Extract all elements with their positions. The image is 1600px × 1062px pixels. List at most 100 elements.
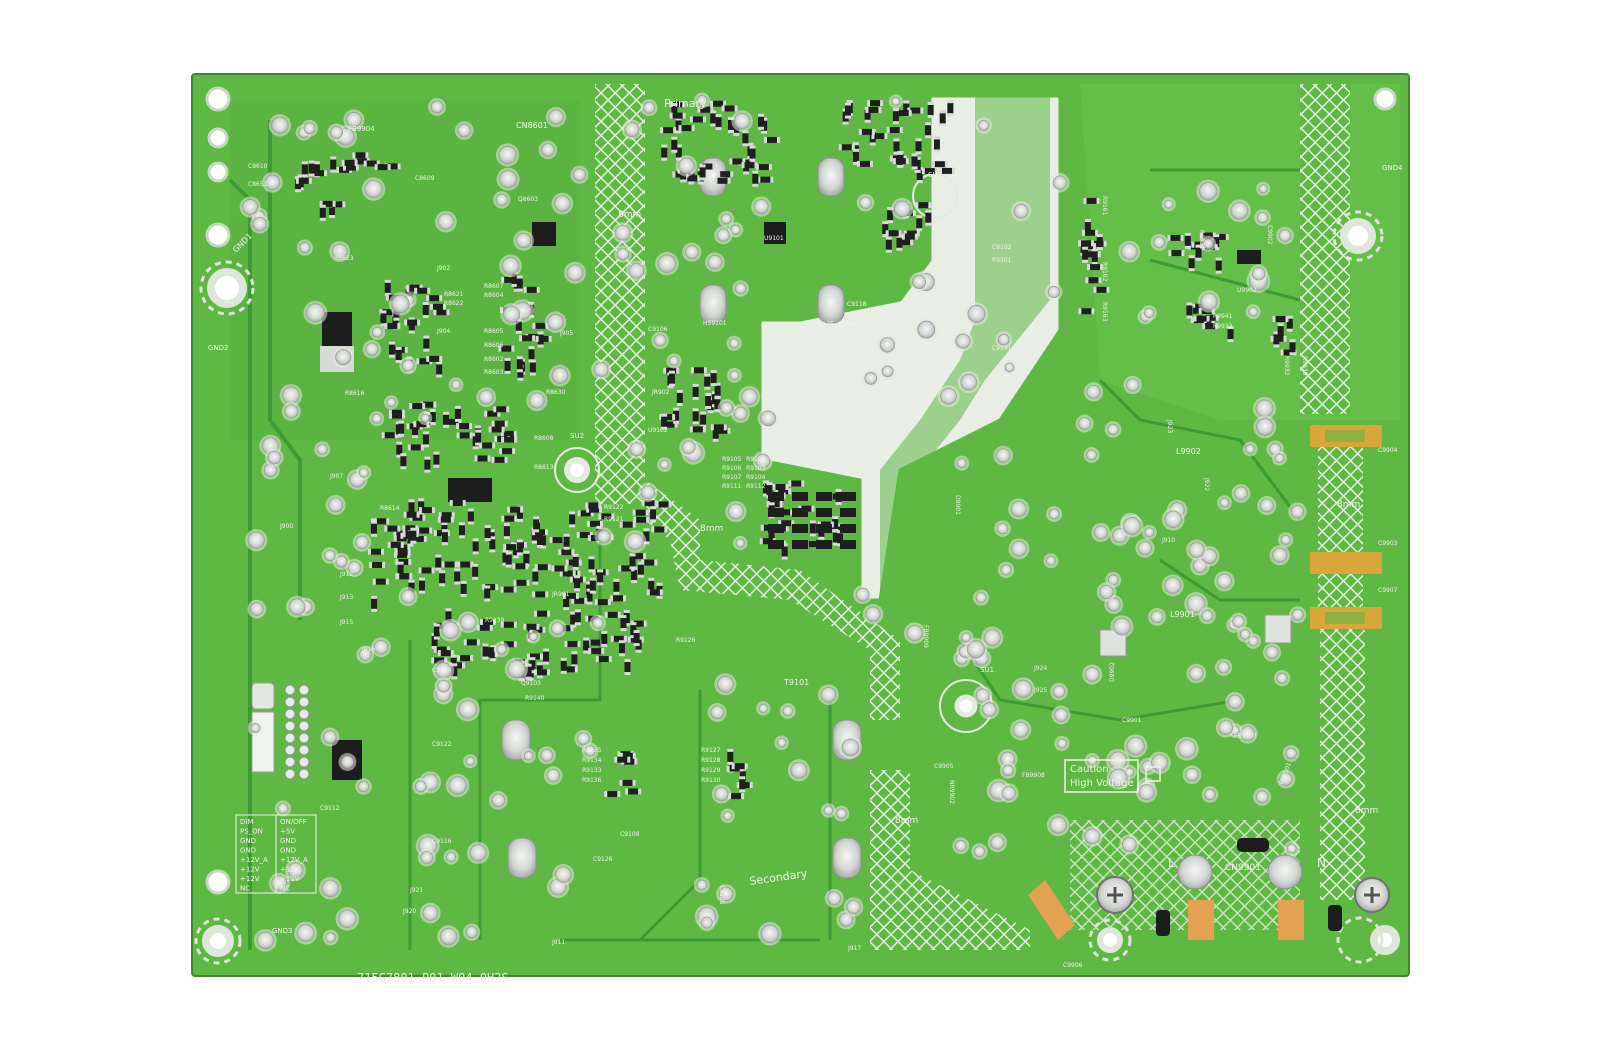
clearance-label-2: 8mm bbox=[700, 524, 723, 534]
solder-joint bbox=[956, 458, 967, 469]
smd-part bbox=[396, 441, 403, 458]
smd-resistor bbox=[768, 492, 784, 501]
smd-part bbox=[646, 589, 663, 596]
smd-part bbox=[513, 542, 520, 559]
solder-joint bbox=[264, 174, 281, 191]
label-c9907: C9907 bbox=[1378, 587, 1398, 594]
smd-part bbox=[449, 500, 466, 507]
solder-joint bbox=[996, 522, 1009, 535]
smd-part bbox=[526, 653, 543, 660]
solder-joint bbox=[1255, 399, 1274, 418]
solder-joint bbox=[437, 213, 455, 230]
smd-part bbox=[938, 167, 955, 174]
smd-part bbox=[1289, 339, 1296, 356]
connector-pin bbox=[284, 756, 296, 768]
connector-pin bbox=[298, 708, 310, 720]
solder-joint bbox=[716, 228, 730, 242]
solder-joint bbox=[1218, 720, 1234, 735]
caution-box bbox=[1064, 759, 1139, 793]
label-r9162: R9162 bbox=[1101, 262, 1108, 282]
smd-part bbox=[585, 502, 602, 509]
smd-part bbox=[533, 516, 540, 533]
smd-part bbox=[501, 436, 518, 443]
smd-part bbox=[915, 202, 932, 209]
smd-part bbox=[502, 549, 509, 566]
solder-joint bbox=[267, 450, 282, 465]
label-j904: J904 bbox=[436, 328, 450, 335]
label-r8608: R8608 bbox=[534, 435, 554, 442]
smd-part bbox=[534, 564, 551, 571]
solder-joint bbox=[1164, 577, 1182, 594]
smd-part bbox=[1227, 326, 1234, 343]
smd-part bbox=[396, 573, 413, 580]
smd-part bbox=[705, 392, 712, 409]
smd-part bbox=[675, 117, 682, 134]
solder-joint bbox=[859, 196, 872, 209]
solder-joint bbox=[1049, 816, 1067, 834]
label-j907: J907 bbox=[329, 473, 343, 480]
solder-joint bbox=[465, 756, 475, 766]
smd-part bbox=[384, 323, 401, 330]
label-nr9902: NR9902 bbox=[948, 780, 955, 804]
label-r9932: R9932 bbox=[1283, 356, 1290, 376]
smd-part bbox=[704, 373, 711, 390]
smd-part bbox=[460, 580, 467, 597]
solder-joint bbox=[1144, 527, 1155, 538]
pinout-right-entry: GND bbox=[280, 837, 296, 845]
label-fb9907: FB9907 bbox=[1234, 733, 1257, 740]
solder-joint bbox=[503, 305, 521, 323]
smd-part bbox=[844, 102, 851, 119]
smd-part bbox=[571, 597, 588, 604]
label-j902: J902 bbox=[436, 265, 450, 272]
smd-part bbox=[867, 100, 884, 107]
label-j913: J913 bbox=[339, 594, 353, 601]
smd-part bbox=[772, 484, 789, 491]
smd-part bbox=[887, 207, 894, 224]
solder-joint bbox=[277, 802, 289, 814]
solder-joint bbox=[1255, 790, 1269, 804]
solder-joint bbox=[386, 397, 396, 407]
solder-joint bbox=[700, 916, 713, 929]
solder-joint bbox=[820, 686, 837, 703]
solder-joint bbox=[1001, 786, 1016, 801]
smd-part bbox=[710, 424, 727, 431]
connector-pin bbox=[284, 684, 296, 696]
solder-joint bbox=[324, 549, 336, 562]
smd-part bbox=[618, 640, 625, 657]
label-c9901: C9901 bbox=[1122, 717, 1142, 724]
solder-joint bbox=[1014, 679, 1033, 698]
smd-part bbox=[532, 568, 539, 585]
smd-part bbox=[416, 527, 433, 534]
smd-part bbox=[516, 539, 523, 556]
label-q8603: Q8603 bbox=[518, 196, 538, 203]
solder-joint bbox=[823, 805, 834, 816]
solder-joint bbox=[1078, 417, 1091, 430]
smd-resistor bbox=[792, 540, 808, 549]
solder-joint bbox=[358, 648, 372, 661]
smd-part bbox=[835, 488, 842, 505]
smd-part bbox=[601, 630, 608, 647]
label-r9127: R9127 bbox=[701, 747, 721, 754]
solder-joint bbox=[1000, 564, 1012, 576]
smd-part bbox=[604, 791, 621, 798]
smd-part bbox=[295, 177, 312, 184]
smd-part bbox=[761, 117, 768, 134]
solder-joint bbox=[1216, 573, 1233, 589]
pinout-left-entry: +12V bbox=[240, 866, 260, 874]
label-c9108: C9108 bbox=[620, 831, 640, 838]
label-r8613: R8613 bbox=[534, 464, 554, 471]
high-voltage-text: High Voltage bbox=[1070, 778, 1134, 789]
label-d9901: D9901 bbox=[954, 495, 961, 515]
solder-joint bbox=[1012, 721, 1029, 738]
smd-part bbox=[523, 623, 540, 630]
solder-joint bbox=[629, 442, 644, 457]
solder-joint bbox=[491, 793, 506, 808]
smd-part bbox=[474, 455, 491, 462]
solder-joint bbox=[420, 851, 434, 864]
smd-part bbox=[903, 230, 920, 237]
smd-part bbox=[1082, 246, 1089, 263]
label-r9106: R9106 bbox=[722, 465, 742, 472]
smd-part bbox=[308, 160, 315, 177]
label-c9116: C9116 bbox=[432, 838, 452, 845]
solder-joint bbox=[271, 116, 289, 134]
